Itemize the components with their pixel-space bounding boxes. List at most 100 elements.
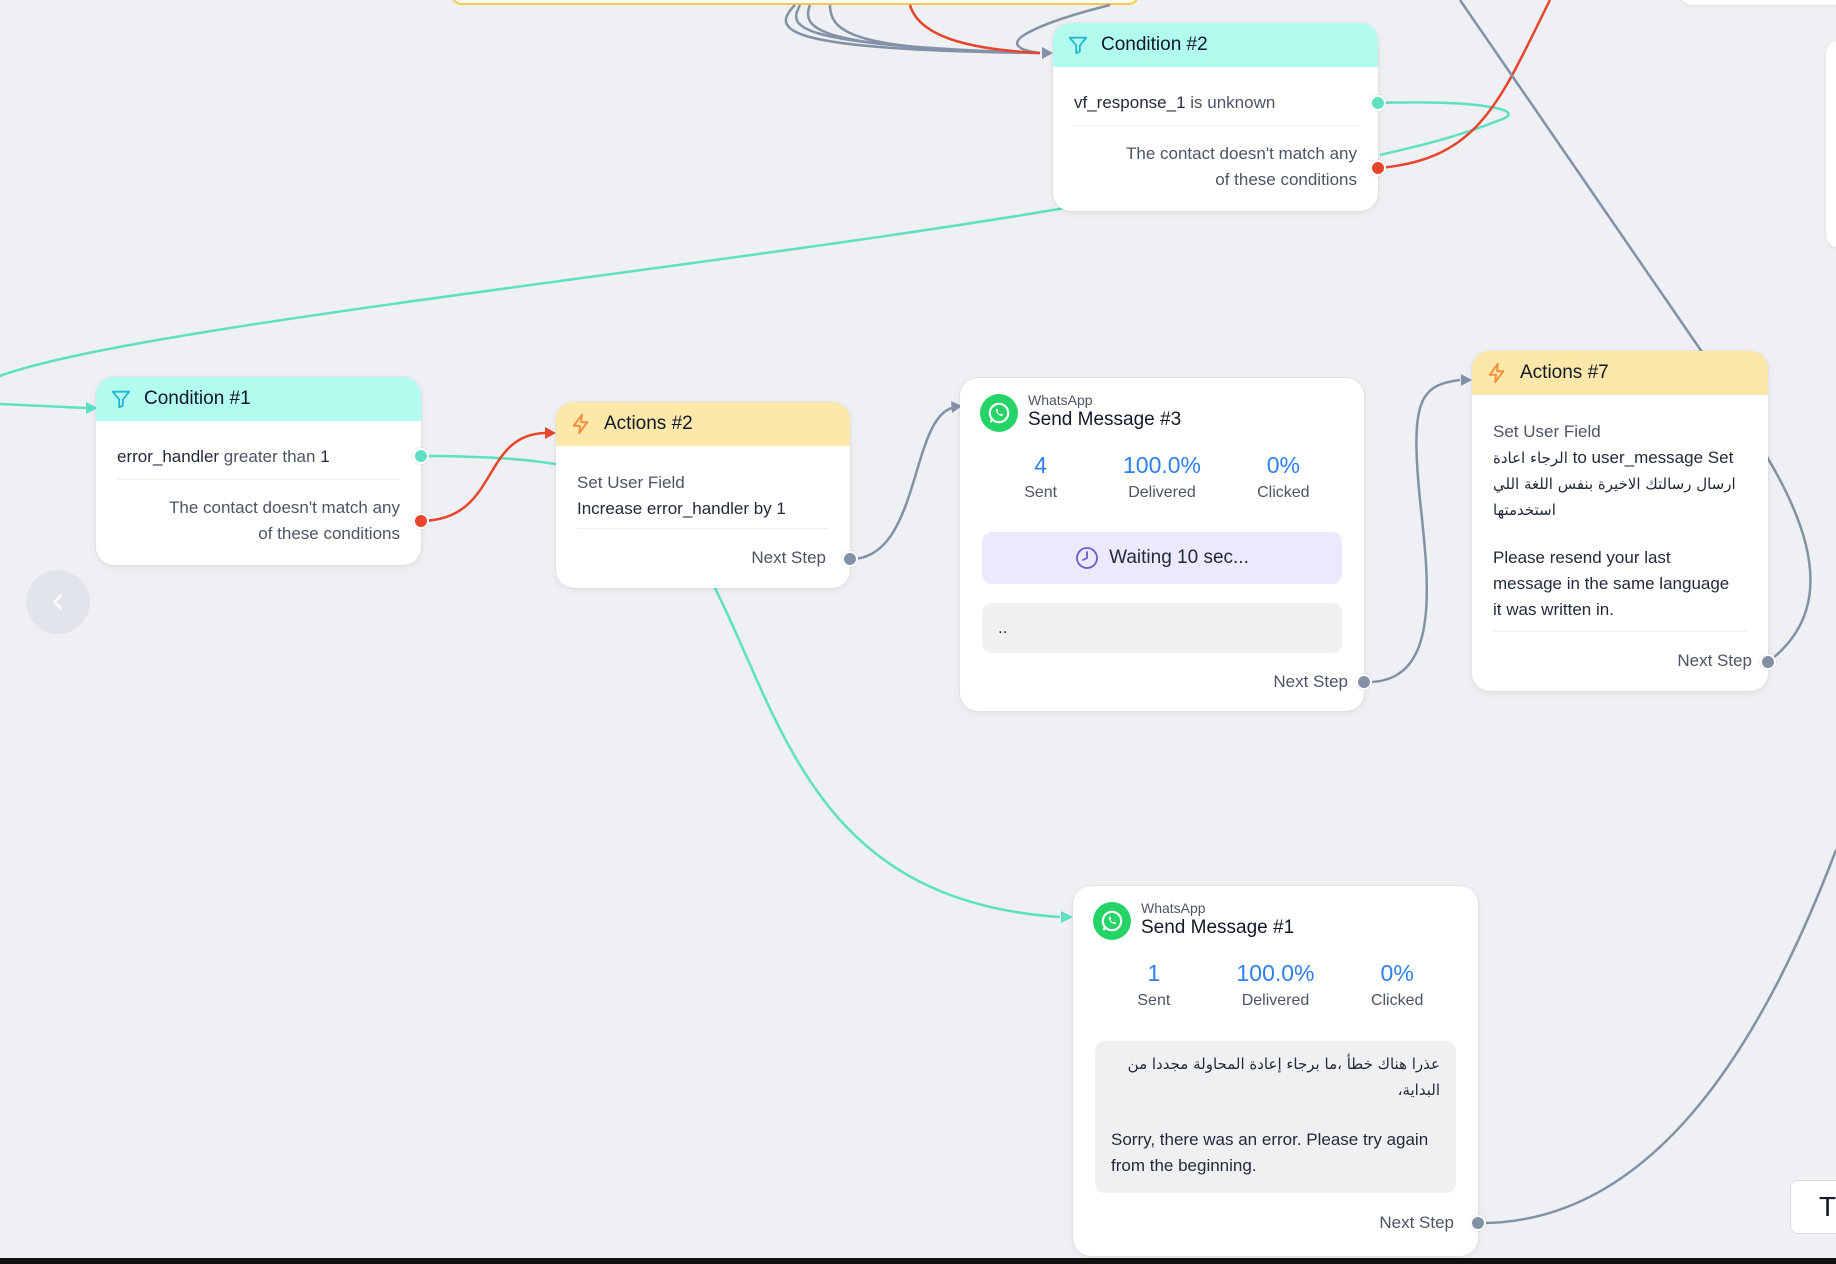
stat-clicked[interactable]: 0% Clicked — [1223, 450, 1344, 502]
send-message3-header[interactable]: WhatsApp Send Message #3 — [980, 392, 1181, 432]
stat-clicked[interactable]: 0% Clicked — [1336, 958, 1458, 1010]
actions2-action-label: Set User Field — [577, 473, 685, 492]
send-message3-message[interactable]: .. — [982, 603, 1342, 653]
condition2-header[interactable]: Condition #2 — [1053, 23, 1378, 67]
edge-cond2-red-out — [1377, 0, 1552, 170]
condition1-match-handle[interactable] — [413, 448, 429, 464]
partial-node-top-right[interactable] — [1680, 0, 1836, 5]
actions7-next-step-label: Next Step — [1677, 651, 1752, 670]
edge-into-condition2-a — [795, 4, 1041, 55]
corner-button[interactable]: Tr — [1790, 1180, 1836, 1234]
actions2-node[interactable]: Actions #2 Set User Field Increase error… — [556, 402, 858, 588]
send-message3-wait-text: Waiting 10 sec... — [1109, 547, 1249, 568]
whatsapp-icon — [980, 394, 1018, 432]
actions7-english-text: Please resend your last message in the s… — [1493, 548, 1730, 619]
actions7-header[interactable]: Actions #7 — [1472, 351, 1768, 395]
stat-clicked-value: 0% — [1266, 452, 1300, 478]
arrow-condition2 — [1042, 47, 1053, 59]
partial-node-top[interactable] — [450, 0, 1140, 5]
actions7-divider — [1493, 631, 1747, 632]
send-message1-next-step-handle[interactable] — [1470, 1215, 1486, 1231]
stat-delivered-value: 100.0% — [1122, 452, 1201, 478]
arrow-send1 — [1061, 911, 1073, 923]
condition1-divider — [117, 479, 400, 480]
filter-icon — [110, 388, 132, 410]
condition2-fallback-line1: The contact doesn't match any — [1126, 144, 1357, 163]
send-message3-channel: WhatsApp — [1028, 392, 1093, 408]
back-button[interactable] — [26, 570, 90, 634]
send-message1-stats: 1 Sent 100.0% Delivered 0% Clicked — [1093, 958, 1458, 1010]
actions2-action[interactable]: Set User Field Increase error_handler by… — [577, 470, 829, 522]
send-message3-stats: 4 Sent 100.0% Delivered 0% Clicked — [980, 450, 1344, 502]
edge-into-condition2-b — [784, 4, 1041, 55]
partial-node-right[interactable] — [1826, 40, 1836, 248]
send-message1-english-text: Sorry, there was an error. Please try ag… — [1111, 1130, 1429, 1175]
actions7-node[interactable]: Actions #7 Set User Field الرجاء اعادة t… — [1472, 351, 1776, 691]
condition1-fallback-handle[interactable] — [413, 513, 429, 529]
condition2-fallback: The contact doesn't match any of these c… — [1074, 141, 1357, 193]
condition1-node[interactable]: Condition #1 error_handler greater than … — [96, 377, 429, 565]
stat-sent[interactable]: 1 Sent — [1093, 958, 1215, 1010]
stat-delivered[interactable]: 100.0% Delivered — [1101, 450, 1222, 502]
send-message3-node[interactable]: WhatsApp Send Message #3 4 Sent 100.0% D… — [960, 378, 1372, 711]
condition2-divider — [1074, 125, 1357, 126]
send-message1-node[interactable]: WhatsApp Send Message #1 1 Sent 100.0% D… — [1073, 886, 1486, 1256]
actions7-action[interactable]: Set User Field الرجاء اعادة to user_mess… — [1493, 419, 1747, 623]
condition2-fallback-handle[interactable] — [1370, 160, 1386, 176]
actions7-next-step-handle[interactable] — [1760, 654, 1776, 670]
actions7-arabic-line2: ارسال رسالتك الاخيرة بنفس اللغة اللي — [1493, 475, 1736, 493]
actions7-to-text: to user_message Set — [1572, 448, 1734, 467]
send-message3-next-step-handle[interactable] — [1356, 674, 1372, 690]
condition1-fallback: The contact doesn't match any of these c… — [117, 495, 400, 547]
condition2-title: Condition #2 — [1101, 34, 1208, 55]
actions2-next-step-handle[interactable] — [842, 551, 858, 567]
send-message1-header[interactable]: WhatsApp Send Message #1 — [1093, 900, 1294, 940]
bottom-edge — [0, 1258, 1836, 1264]
edge-actions2-next — [849, 406, 953, 561]
actions7-action-label: Set User Field — [1493, 422, 1601, 441]
condition2-fallback-line2: of these conditions — [1215, 170, 1357, 189]
stat-sent-value: 1 — [1147, 960, 1161, 986]
edge-send1-next — [1477, 849, 1836, 1225]
clock-icon — [1075, 546, 1099, 570]
edge-cond2-green-out — [1377, 101, 1510, 157]
edge-into-condition2-c — [806, 4, 1041, 55]
send-message3-title: Send Message #3 — [1028, 409, 1182, 430]
condition1-value: 1 — [320, 447, 330, 466]
lightning-icon — [1486, 362, 1508, 384]
condition2-node[interactable]: Condition #2 vf_response_1 is unknown Th… — [1053, 23, 1386, 211]
send-message3-next-step-label: Next Step — [1273, 672, 1348, 691]
actions2-divider — [577, 528, 829, 529]
condition1-header[interactable]: Condition #1 — [96, 377, 421, 421]
send-message3-wait[interactable]: Waiting 10 sec... — [982, 532, 1342, 584]
condition2-operator: is unknown — [1190, 93, 1276, 112]
edge-cond1-red-out — [420, 431, 546, 523]
condition1-operator: greater than — [223, 447, 316, 466]
send-message3-message-text: .. — [998, 618, 1008, 637]
condition2-rule[interactable]: vf_response_1 is unknown — [1074, 93, 1357, 113]
stat-clicked-label: Clicked — [1257, 484, 1310, 501]
edge-into-condition2-red — [908, 4, 1041, 55]
condition1-fallback-line2: of these conditions — [258, 524, 400, 543]
actions7-arabic-line3: استخدمتها — [1493, 501, 1556, 519]
stat-sent[interactable]: 4 Sent — [980, 450, 1101, 502]
actions2-header[interactable]: Actions #2 — [556, 402, 850, 446]
arrow-actions7 — [1461, 374, 1472, 386]
stat-sent-label: Sent — [1137, 992, 1171, 1009]
condition1-rule[interactable]: error_handler greater than 1 — [117, 447, 400, 467]
stat-clicked-value: 0% — [1380, 960, 1414, 986]
stat-delivered-label: Delivered — [1241, 992, 1310, 1009]
stat-sent-value: 4 — [1034, 452, 1048, 478]
actions2-title: Actions #2 — [604, 413, 693, 434]
condition2-field: vf_response_1 — [1074, 93, 1186, 112]
edge-send3-next — [1363, 378, 1461, 684]
condition2-match-handle[interactable] — [1370, 95, 1386, 111]
filter-icon — [1067, 34, 1089, 56]
stat-delivered-value: 100.0% — [1236, 960, 1315, 986]
edge-diagonal-gray — [1458, 0, 1704, 353]
chevron-left-icon — [47, 591, 69, 613]
arrow-actions2 — [545, 427, 556, 439]
stat-delivered[interactable]: 100.0% Delivered — [1215, 958, 1337, 1010]
send-message1-message[interactable]: عذرا هناك خطأ ،ما برجاء إعادة المحاولة م… — [1095, 1041, 1456, 1193]
